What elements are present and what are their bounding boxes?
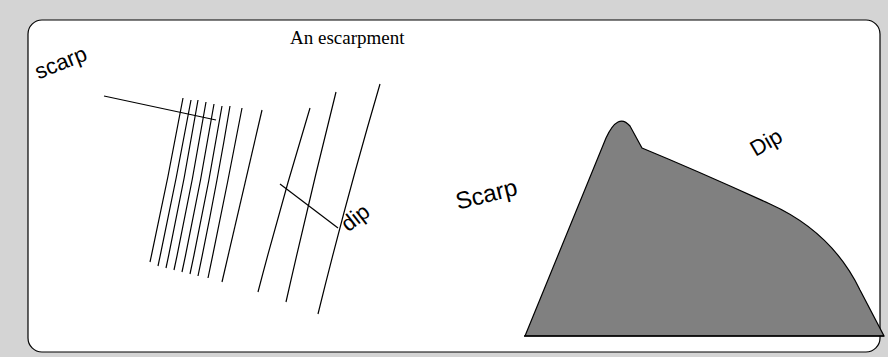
slope-label: dip xyxy=(337,200,374,235)
leader-lines xyxy=(104,96,338,228)
slope-label: scarp xyxy=(32,43,90,84)
escarpment-profile xyxy=(525,121,884,336)
contour-lines xyxy=(150,84,380,314)
diagram-title: An escarpment xyxy=(290,28,404,47)
slope-label: Dip xyxy=(747,125,787,161)
slope-label: Scarp xyxy=(453,175,520,213)
ground-line xyxy=(524,335,884,337)
